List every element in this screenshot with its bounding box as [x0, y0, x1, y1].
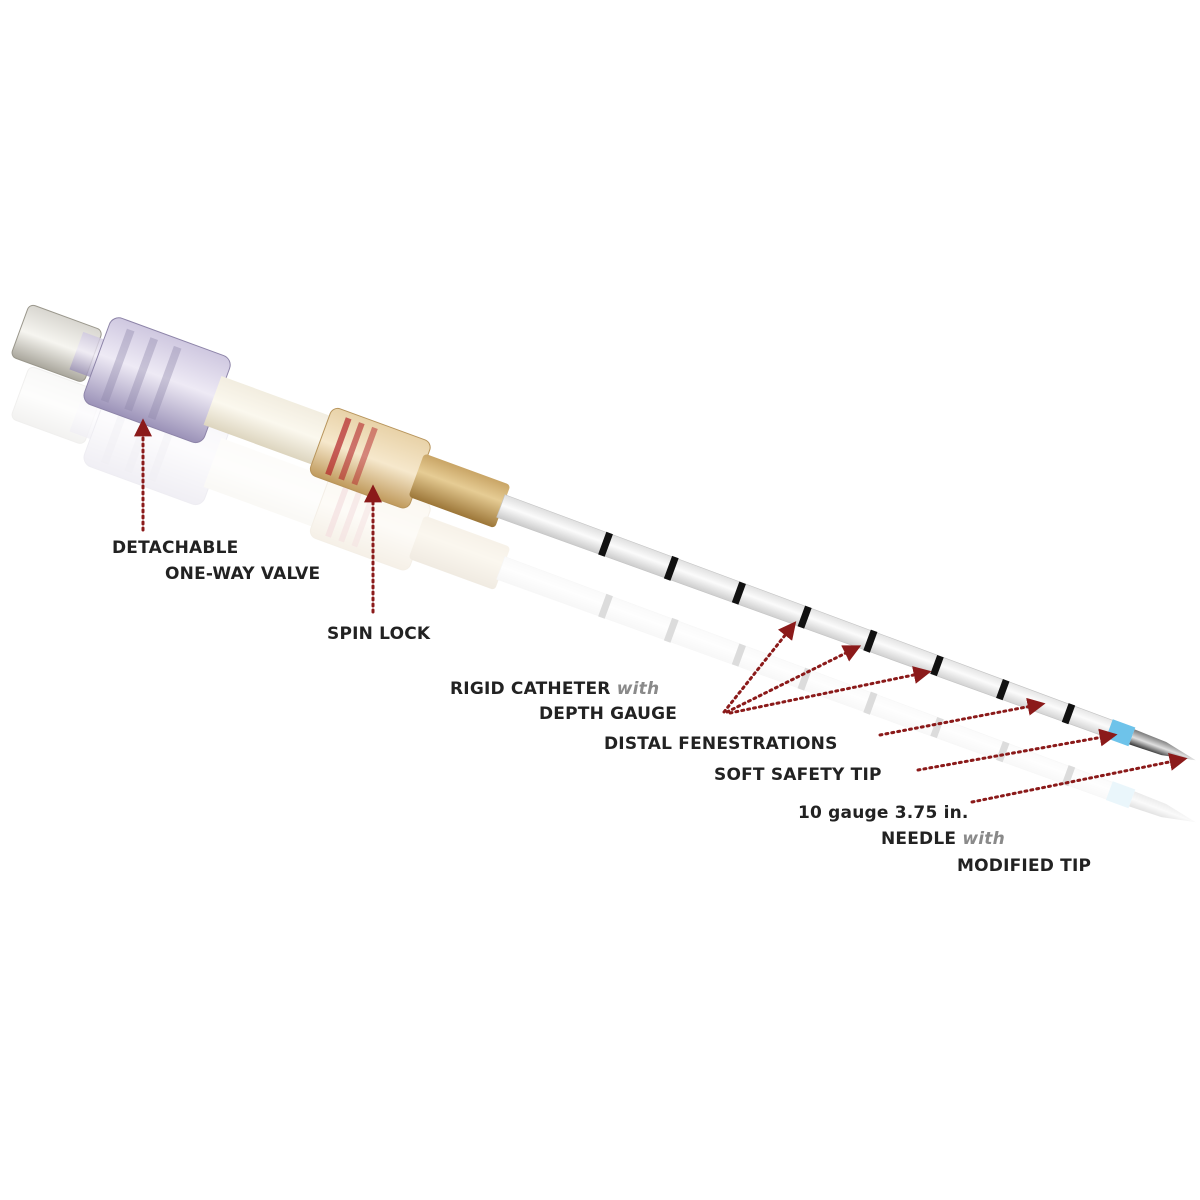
leader-catheter-1 [722, 621, 797, 714]
label-with: with [616, 679, 660, 699]
leader-lines [134, 418, 1188, 804]
label-modified-tip: MODIFIED TIP [957, 856, 1092, 876]
label-one-way-valve: ONE-WAY VALVE [165, 564, 321, 584]
leader-soft-tip [916, 728, 1118, 772]
label-with: with [962, 829, 1005, 849]
label-detachable: DETACHABLE [112, 538, 239, 558]
leader-catheter-2 [725, 645, 862, 714]
label-soft-safety-tip: SOFT SAFETY TIP [714, 765, 882, 785]
label-depth-gauge: DEPTH GAUGE [539, 704, 678, 724]
label-rigid-catheter: RIGID CATHETER with [450, 679, 659, 699]
label-needle-gauge: 10 gauge 3.75 in. [798, 803, 969, 823]
leader-catheter-3 [728, 666, 932, 715]
leader-needle [970, 753, 1188, 804]
leader-fenestrations [878, 697, 1046, 737]
label-distal-fenestrations: DISTAL FENESTRATIONS [604, 734, 838, 754]
label-rigid-catheter-text: RIGID CATHETER [450, 679, 611, 699]
label-spin-lock: SPIN LOCK [327, 624, 431, 644]
label-needle-text: NEEDLE [881, 829, 957, 849]
label-needle: NEEDLE with [881, 829, 1005, 849]
